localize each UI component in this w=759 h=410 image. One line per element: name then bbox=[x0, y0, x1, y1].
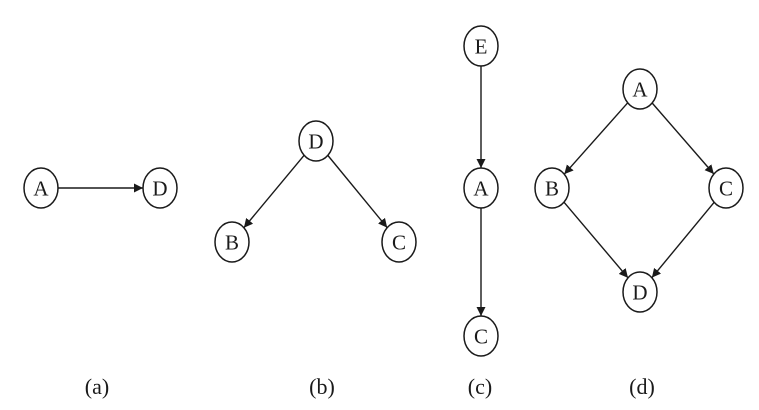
node-circle bbox=[534, 167, 570, 209]
node-label: D bbox=[152, 177, 167, 201]
node-label: B bbox=[545, 177, 559, 201]
node-circle bbox=[463, 25, 499, 67]
node-circle bbox=[142, 167, 178, 209]
node-label: C bbox=[719, 177, 733, 201]
node-label: C bbox=[474, 325, 488, 349]
node-circle bbox=[463, 315, 499, 357]
node-circle bbox=[622, 68, 658, 110]
panel-b: D B C bbox=[214, 120, 417, 263]
node-c-a: A bbox=[463, 167, 499, 209]
node-label: C bbox=[392, 231, 406, 255]
edge-b-d-to-c bbox=[327, 154, 388, 229]
node-circle bbox=[23, 167, 59, 209]
node-b-d: D bbox=[298, 120, 334, 162]
caption-a: (a) bbox=[85, 374, 109, 399]
node-circle bbox=[708, 167, 744, 209]
node-d-b: B bbox=[534, 167, 570, 209]
node-label: D bbox=[308, 130, 323, 154]
edge-d-a-to-c bbox=[651, 102, 715, 175]
node-circle bbox=[463, 167, 499, 209]
node-label: A bbox=[33, 177, 49, 201]
node-b-b: B bbox=[214, 221, 250, 263]
node-d-a: A bbox=[622, 68, 658, 110]
node-b-c: C bbox=[381, 221, 417, 263]
node-circle bbox=[622, 271, 658, 313]
node-c-e: E bbox=[463, 25, 499, 67]
node-circle bbox=[214, 221, 250, 263]
caption-b: (b) bbox=[309, 374, 335, 399]
node-circle bbox=[298, 120, 334, 162]
panel-d: A B C D bbox=[534, 68, 744, 313]
node-a-d: D bbox=[142, 167, 178, 209]
caption-d: (d) bbox=[629, 374, 655, 399]
edge-d-c-to-d bbox=[651, 201, 715, 279]
caption-c: (c) bbox=[468, 374, 492, 399]
node-label: A bbox=[632, 78, 648, 102]
edges-layer bbox=[58, 66, 715, 316]
node-d-d: D bbox=[622, 271, 658, 313]
panel-c: E A C bbox=[463, 25, 499, 357]
node-d-c: C bbox=[708, 167, 744, 209]
node-label: B bbox=[225, 231, 239, 255]
edge-b-d-to-b bbox=[243, 154, 305, 229]
edge-d-b-to-d bbox=[563, 201, 629, 279]
captions-layer: (a) (b) (c) (d) bbox=[85, 374, 655, 399]
node-label: A bbox=[473, 177, 489, 201]
node-label: D bbox=[632, 281, 647, 305]
node-circle bbox=[381, 221, 417, 263]
node-c-c: C bbox=[463, 315, 499, 357]
edge-d-a-to-b bbox=[563, 102, 629, 175]
node-label: E bbox=[475, 35, 488, 59]
node-a-a: A bbox=[23, 167, 59, 209]
